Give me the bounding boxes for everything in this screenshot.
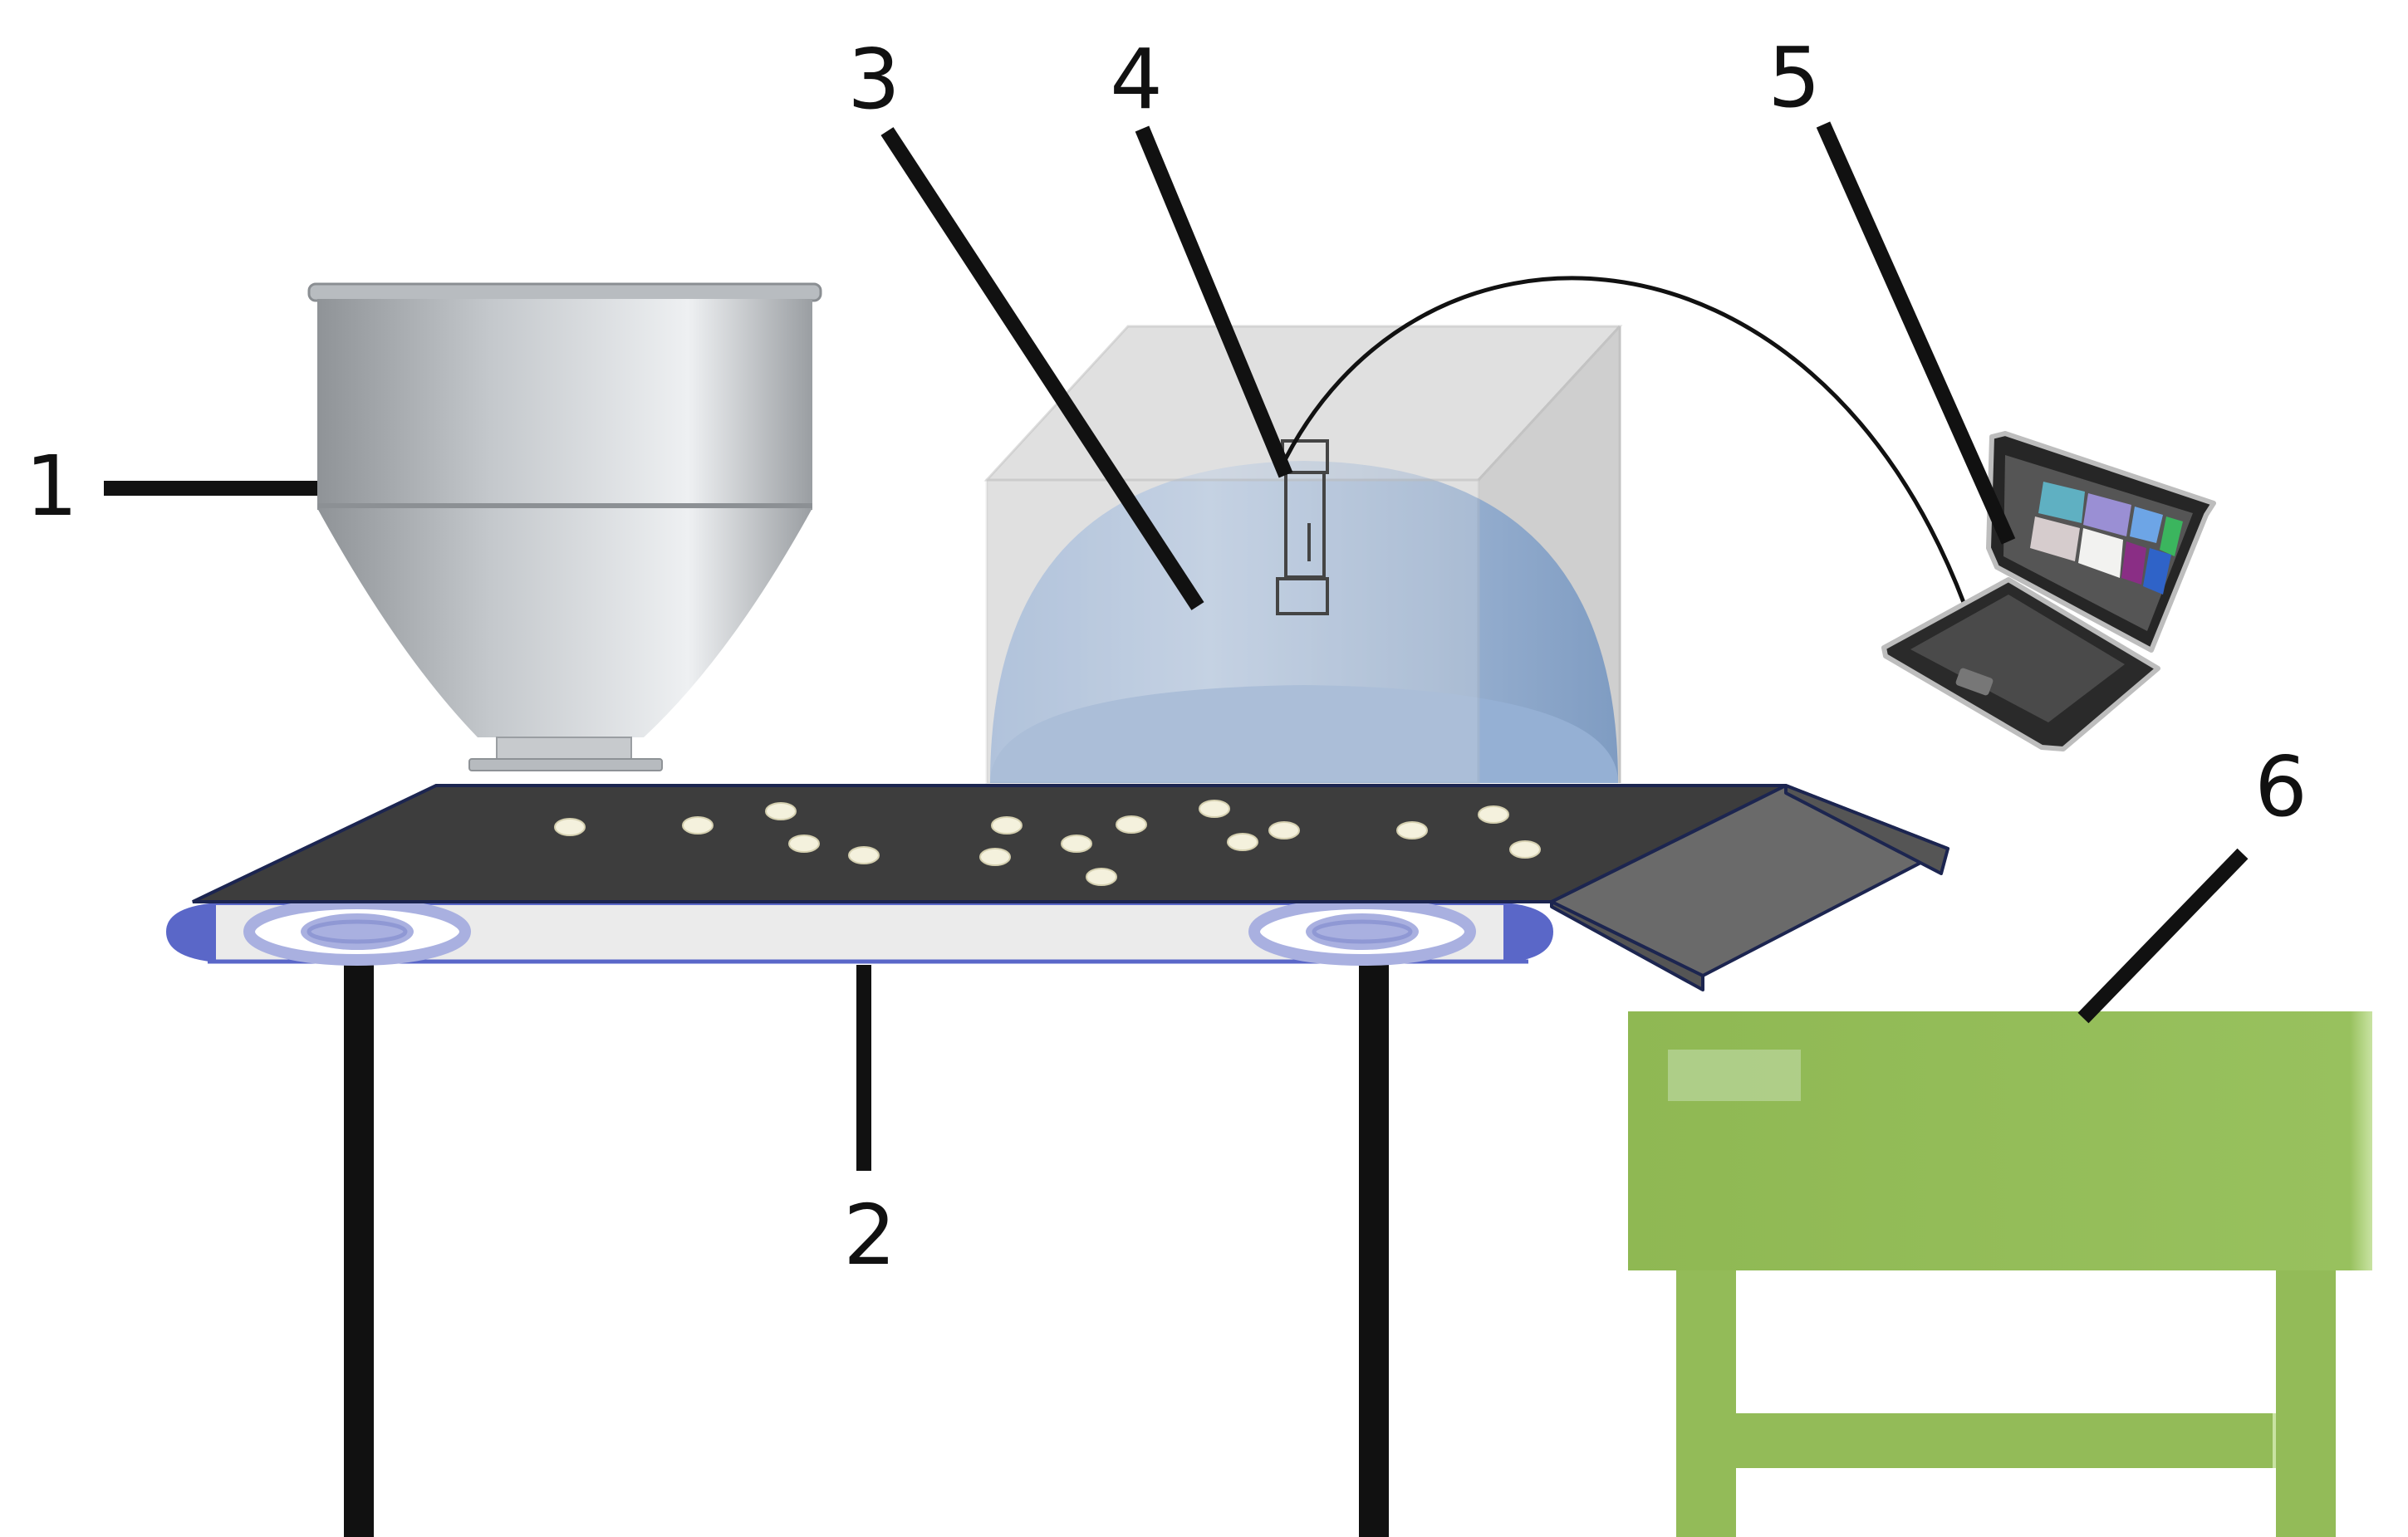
label-hopper: 1	[25, 438, 78, 535]
roller-left	[243, 898, 471, 966]
grain-samples	[554, 800, 1541, 886]
grain	[1268, 821, 1300, 839]
conveyor-belt-icon	[166, 898, 1553, 1537]
grain	[1396, 821, 1428, 839]
label-light-dome: 3	[847, 31, 900, 128]
leader-6	[2077, 848, 2249, 1024]
grain	[1478, 805, 1509, 824]
label-collection-bin: 6	[2254, 738, 2307, 835]
grain	[1086, 868, 1117, 886]
collection-bin-icon	[1628, 1011, 2372, 1537]
belt-surface	[192, 784, 1787, 903]
grain	[765, 802, 797, 820]
grain	[848, 846, 880, 864]
leader-5	[1816, 121, 2016, 545]
camera-cable	[1277, 276, 1967, 605]
leader-3	[880, 127, 1204, 610]
grain	[1227, 833, 1258, 851]
leader-lines	[104, 121, 2249, 1171]
grain	[1061, 835, 1092, 853]
discharge-chute	[1550, 784, 1949, 991]
grain	[991, 816, 1023, 835]
laptop-icon	[1881, 431, 2216, 751]
callout-labels: 1 2 3 4 5 6	[25, 29, 2307, 1284]
label-conveyor: 2	[843, 1187, 896, 1284]
grain	[554, 818, 586, 836]
label-laptop: 5	[1768, 29, 1821, 126]
roller-right	[1248, 898, 1476, 966]
grain	[1199, 800, 1230, 818]
grain	[1509, 840, 1541, 859]
label-camera: 4	[1110, 31, 1163, 128]
hopper-icon	[307, 282, 822, 771]
grain	[788, 835, 820, 853]
leader-4	[1135, 125, 1293, 478]
grain	[1116, 815, 1147, 834]
grain	[979, 848, 1011, 866]
enclosure-front	[983, 325, 1623, 785]
grain	[682, 816, 714, 835]
